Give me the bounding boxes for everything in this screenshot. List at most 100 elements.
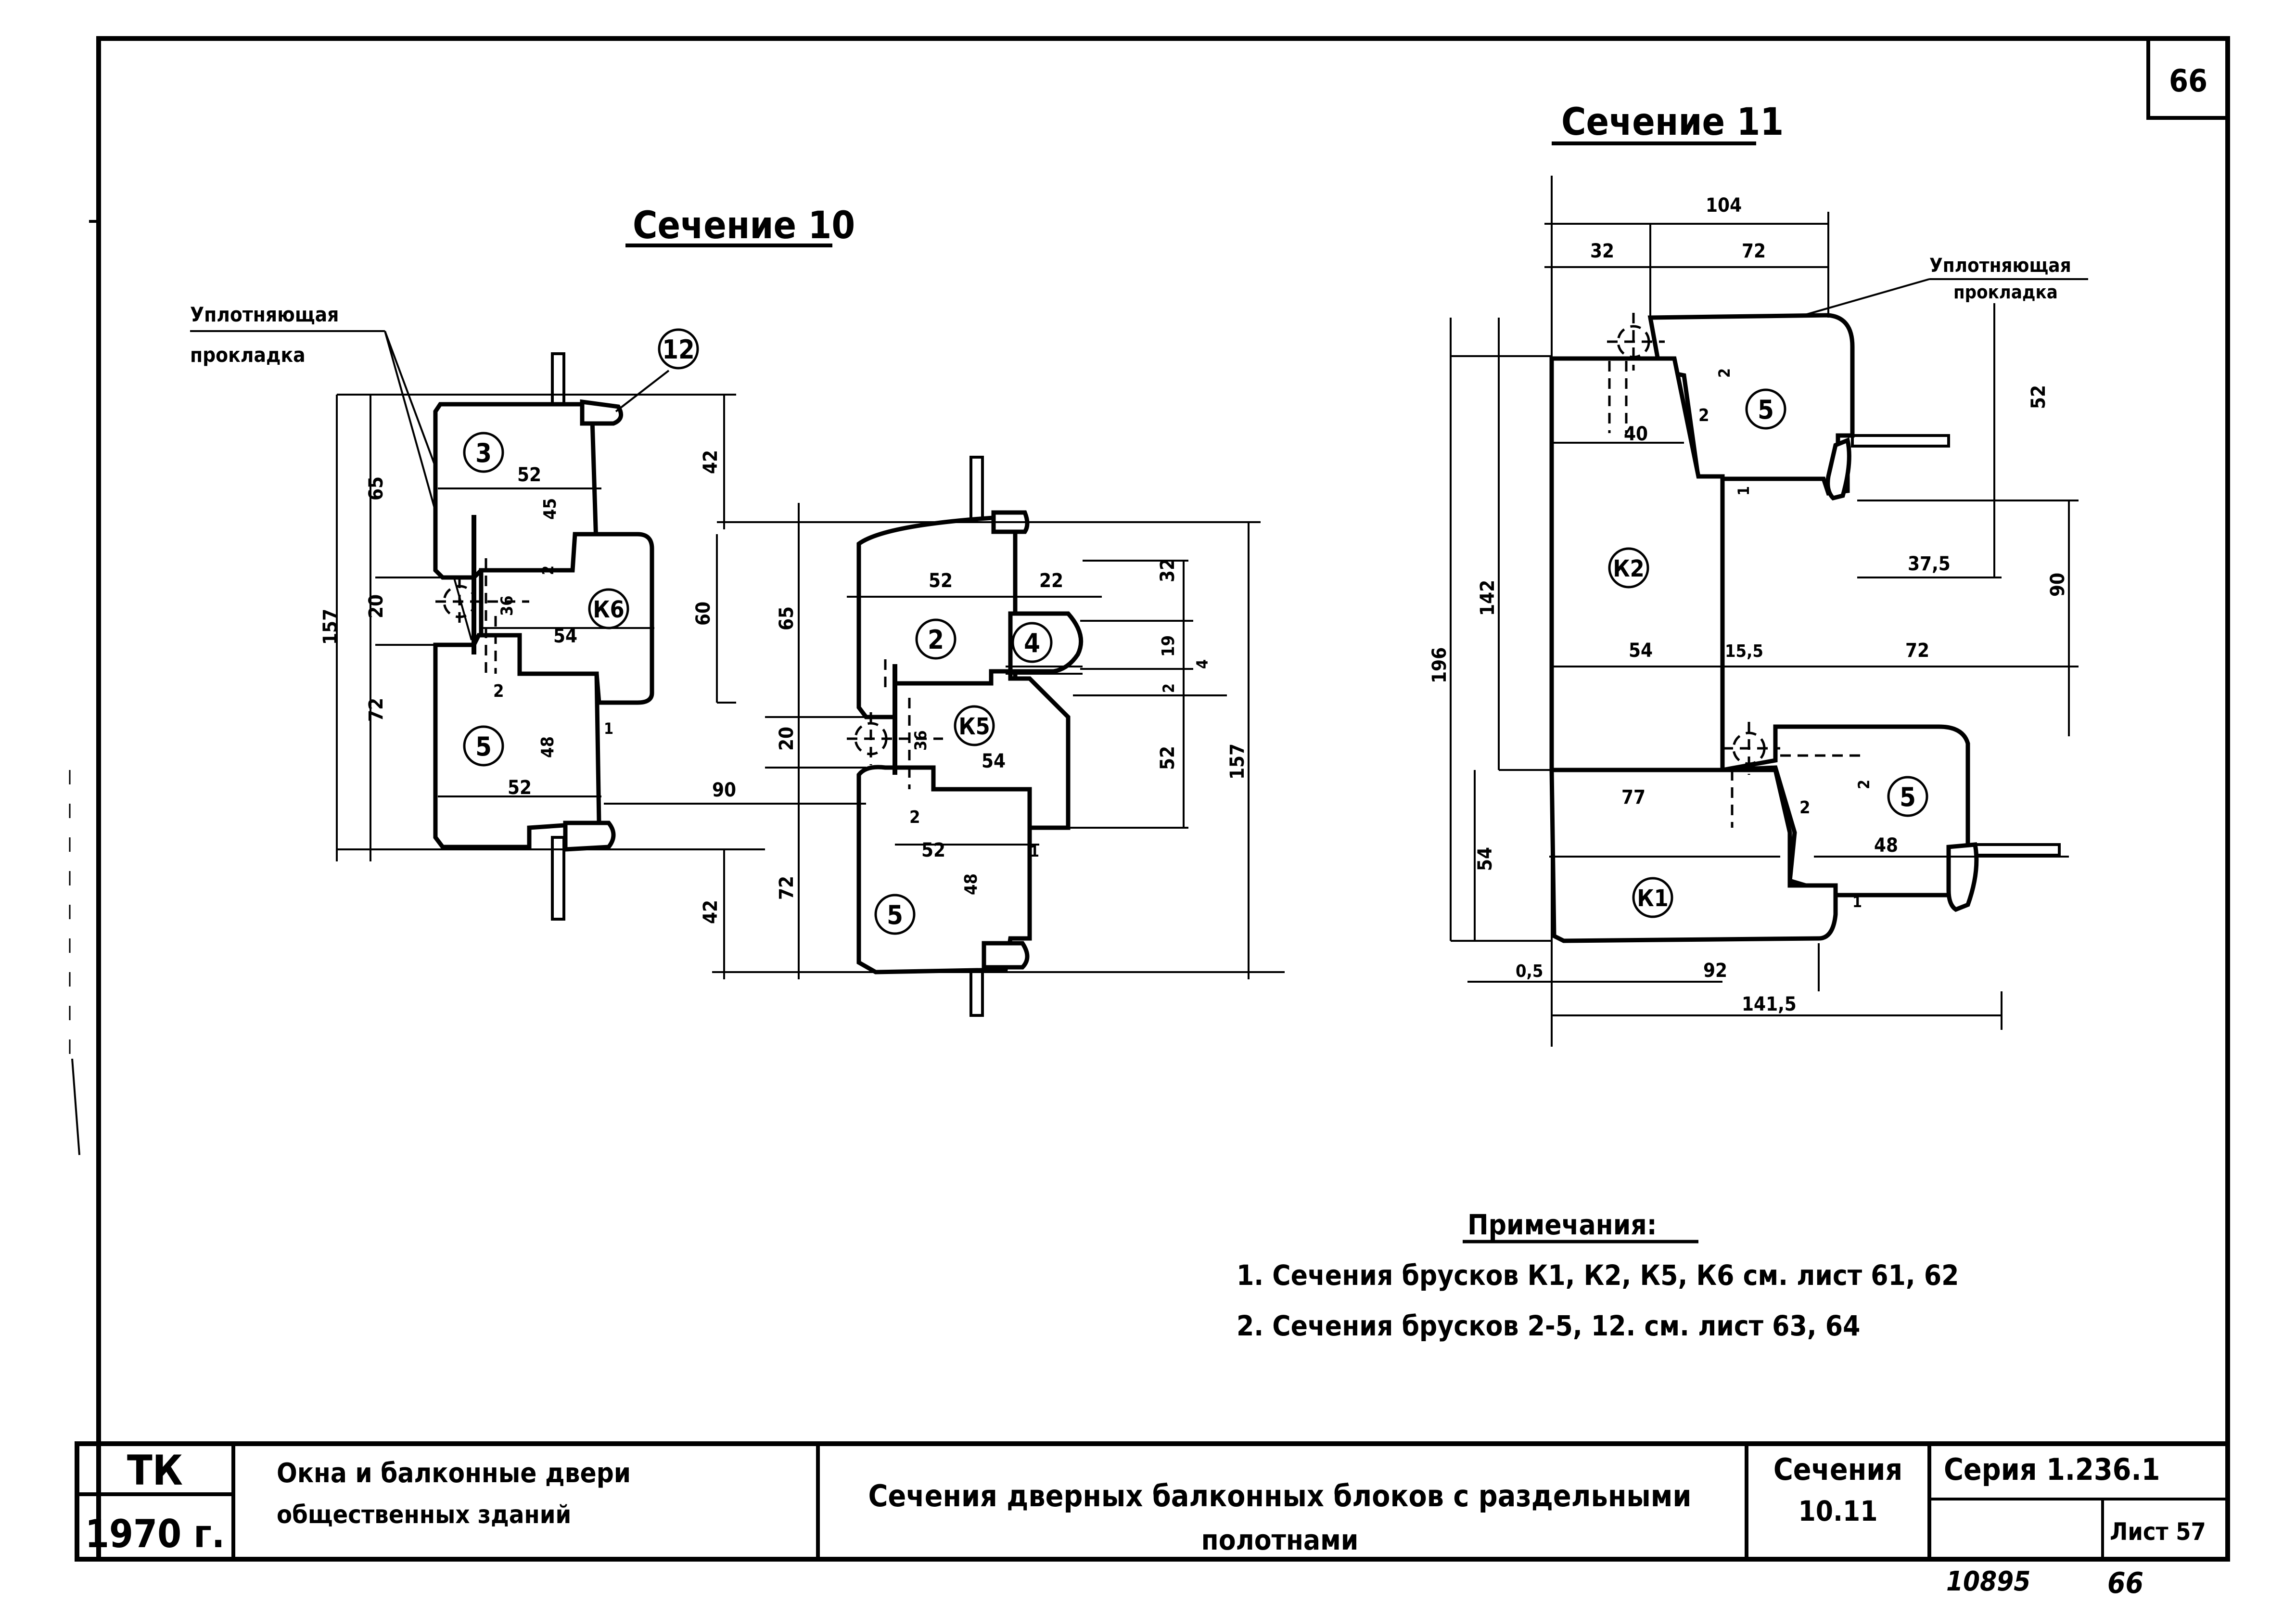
part-label: К5: [958, 713, 990, 740]
section-11-seal-label-1: Уплотняющая: [1929, 255, 2071, 277]
dimension-value: 52: [929, 570, 953, 592]
dimension-value: 72: [365, 698, 387, 722]
dimension-value: 48: [961, 873, 981, 895]
section-10: Сечение 10 Уплотняющая прокладка: [190, 204, 1285, 1017]
dimension-value: 2: [1160, 683, 1178, 693]
dimension-value: 36: [497, 595, 517, 616]
section-11-part-labels: 5 К2 5 К1: [1608, 388, 1928, 918]
dimension-value: 90: [2047, 573, 2069, 597]
dimension-value: 90: [712, 779, 736, 801]
dimension-value: 48: [538, 736, 558, 758]
section-10-right-assembly: [847, 456, 1084, 1017]
dimension-value: 157: [1226, 744, 1249, 780]
section-11-dimension-lines: [1450, 176, 2079, 1047]
title-block-sections-value: 10.11: [1798, 1495, 1877, 1527]
dimension-value: 42: [700, 900, 722, 924]
part-label: 5: [475, 731, 492, 762]
title-block-org: ТК: [127, 1447, 183, 1495]
dimension-value: 1: [1852, 893, 1862, 911]
part-label: 2: [928, 625, 944, 655]
dimension-value: 36: [911, 730, 931, 751]
dimension-value: 65: [776, 606, 798, 630]
dimension-value: 2: [909, 808, 920, 827]
dimension-value: 1: [1030, 842, 1039, 860]
part-label: 5: [887, 900, 903, 930]
section-11-title: Сечение 11: [1561, 101, 1784, 144]
title-block-sheet: Лист 57: [2110, 1518, 2206, 1546]
title-block-drawing-title-2: полотнами: [1201, 1524, 1359, 1556]
dimension-value: 42: [700, 450, 722, 474]
dimension-value: 37,5: [1908, 553, 1951, 575]
dimension-value: 157: [319, 609, 342, 645]
section-10-seal-label-1: Уплотняющая: [190, 303, 339, 326]
section-11-dimension-values: 104 32 72 2 2 40 1 52 142 196 37,5 90 54…: [1429, 194, 2069, 1015]
dimension-value: 65: [365, 476, 387, 500]
section-10-left-assembly: [433, 352, 654, 921]
section-10-dimension-lines: [336, 370, 1285, 979]
dimension-value: 54: [1629, 640, 1653, 662]
dimension-value: 196: [1429, 647, 1451, 683]
dimension-value: 48: [1874, 834, 1898, 857]
dimension-value: 32: [1590, 240, 1614, 262]
dimension-value: 40: [1624, 423, 1648, 445]
dimension-value: 2: [1799, 798, 1811, 818]
handwritten-number: 10895: [1946, 1566, 2030, 1597]
part-label: 4: [1024, 628, 1040, 658]
dimension-value: 52: [517, 464, 541, 486]
dimension-value: 2: [1715, 368, 1734, 378]
dimension-value: 54: [553, 625, 577, 647]
dimension-value: 77: [1621, 786, 1645, 808]
notes-title: Примечания:: [1467, 1208, 1657, 1241]
dimension-value: 45: [540, 498, 560, 520]
dimension-value: 4: [1193, 659, 1212, 669]
dimension-value: 52: [1157, 746, 1179, 770]
dimension-value: 2: [1855, 780, 1873, 789]
part-label: 5: [1900, 782, 1916, 812]
section-11: Сечение 11 Уплотняющая прокладка: [1429, 101, 2088, 1047]
section-10-seal-label-2: прокладка: [190, 343, 306, 367]
dimension-value: 54: [1474, 847, 1496, 871]
title-block-year: 1970 г.: [85, 1512, 225, 1556]
dimension-value: 72: [1905, 640, 1929, 662]
section-10-dimension-values: 65 20 72 157 52 45 36 54 2 2 48 1 52 42 …: [319, 450, 1249, 924]
title-block-drawing-title-1: Сечения дверных балконных блоков с разде…: [868, 1478, 1692, 1513]
section-11-seal-label-2: прокладка: [1953, 282, 2058, 303]
dimension-value: 104: [1706, 194, 1742, 217]
part-label: 5: [1758, 395, 1774, 425]
title-block-sections-label: Сечения: [1773, 1452, 1902, 1487]
dimension-value: 0,5: [1516, 962, 1543, 981]
section-10-title: Сечение 10: [633, 204, 855, 247]
dimension-value: 142: [1477, 580, 1499, 616]
section-10-part-labels: 3 К6 5 12 2 4 К5 5: [463, 328, 1053, 935]
title-block-project-line-1: Окна и балконные двери: [277, 1458, 631, 1489]
dimension-value: 2: [539, 565, 557, 575]
dimension-value: 20: [365, 594, 387, 618]
section-11-profiles: [1549, 313, 2061, 943]
notes: Примечания: 1. Сечения брусков К1, К2, К…: [1237, 1208, 1959, 1342]
title-block: [75, 1441, 2230, 1562]
part-label: К6: [593, 596, 624, 623]
note-item-1: 1. Сечения брусков К1, К2, К5, К6 см. ли…: [1237, 1259, 1959, 1292]
dimension-value: 52: [2028, 385, 2050, 409]
note-item-2: 2. Сечения брусков 2-5, 12. см. лист 63,…: [1237, 1309, 1860, 1342]
part-label: 12: [662, 334, 695, 365]
dimension-value: 72: [776, 876, 798, 900]
part-label: К1: [1637, 885, 1668, 912]
part-label: 3: [475, 438, 492, 468]
dimension-value: 15,5: [1725, 641, 1763, 661]
dimension-value: 2: [493, 681, 504, 701]
dimension-value: 72: [1742, 240, 1766, 262]
title-block-series: Серия 1.236.1: [1944, 1452, 2160, 1487]
dimension-value: 22: [1039, 570, 1063, 592]
dimension-value: 52: [921, 839, 945, 861]
dimension-value: 20: [776, 727, 798, 751]
part-label: К2: [1613, 555, 1644, 582]
dimension-value: 54: [982, 750, 1006, 772]
dimension-value: 19: [1159, 635, 1178, 657]
handwritten-page: 66: [2107, 1566, 2143, 1600]
dimension-value: 2: [1698, 406, 1709, 425]
dimension-value: 1: [604, 719, 613, 738]
dimension-value: 141,5: [1742, 993, 1797, 1015]
dimension-value: 52: [508, 777, 532, 799]
